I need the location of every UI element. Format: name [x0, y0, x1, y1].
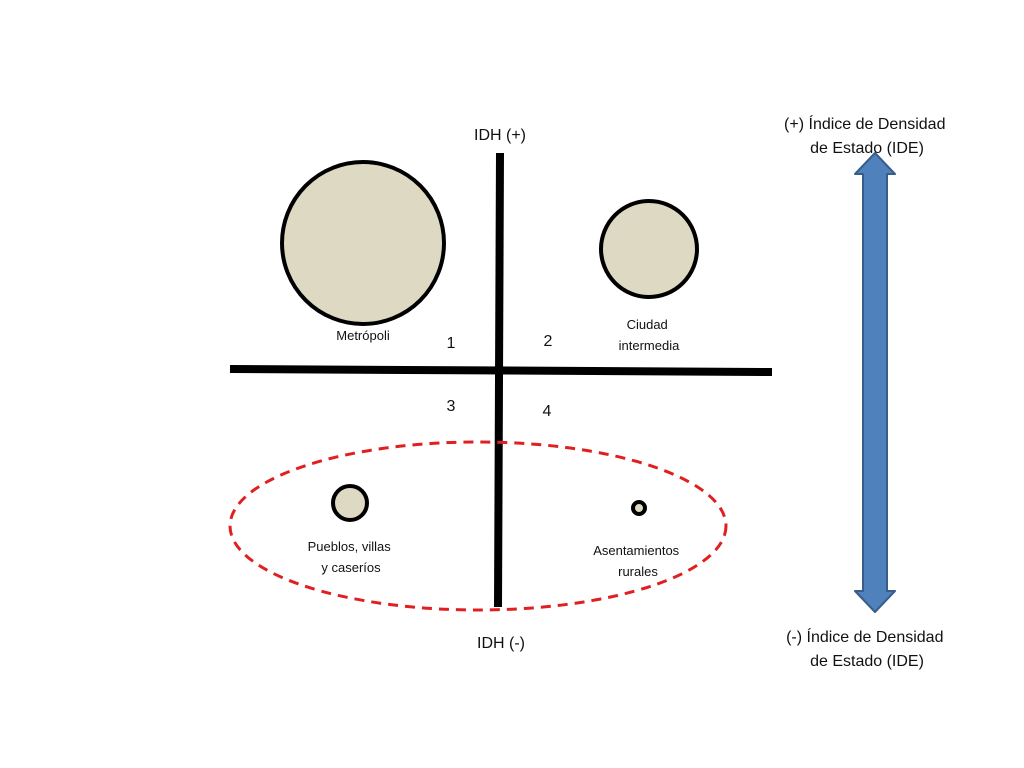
horizontal-axis: [229, 365, 773, 376]
rural-dashed-ellipse: [228, 440, 728, 612]
quadrant-4-label: 4: [543, 403, 552, 420]
ciudad-intermedia-label: Ciudad intermedia: [619, 317, 680, 353]
vertical-axis: [494, 152, 504, 608]
ide-top-label: (+) Índice de Densidad de Estado (IDE): [784, 114, 950, 157]
quadrant-2-label: 2: [544, 333, 553, 350]
metropoli-label: Metrópoli: [336, 328, 390, 343]
asentamientos-circle: [631, 500, 647, 516]
quadrant-1-label: 1: [447, 335, 456, 352]
axis-top-label: IDH (+): [474, 127, 526, 144]
pueblos-circle: [331, 484, 369, 522]
axis-bottom-label: IDH (-): [477, 635, 525, 652]
metropoli-circle: [280, 160, 446, 326]
asentamientos-label: Asentamientos rurales: [593, 543, 683, 579]
ide-bottom-label: (-) Índice de Densidad de Estado (IDE): [786, 627, 948, 670]
ide-double-arrow: [854, 152, 896, 613]
pueblos-label: Pueblos, villas y caseríos: [308, 539, 395, 575]
ciudad-intermedia-circle: [599, 199, 699, 299]
quadrant-3-label: 3: [447, 398, 456, 415]
